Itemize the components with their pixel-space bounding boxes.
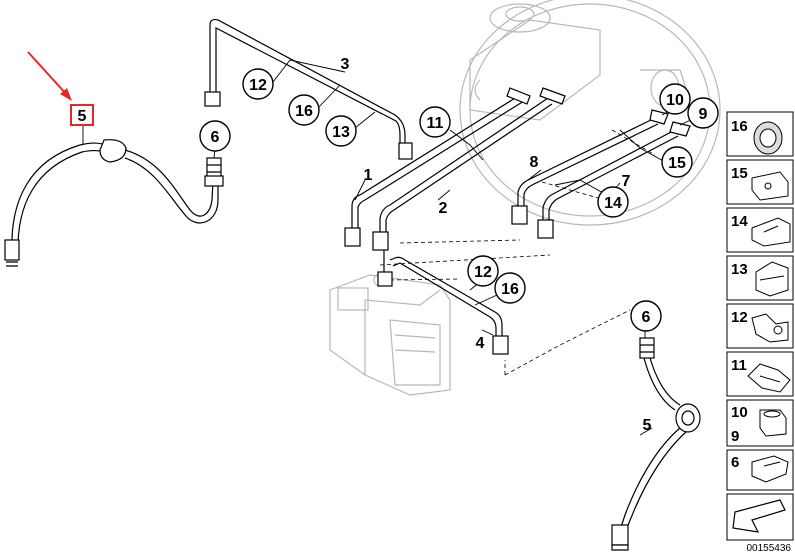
part-16-grommet-icon	[753, 121, 783, 155]
brake-pipe-3	[204, 18, 413, 160]
svg-text:12: 12	[249, 77, 267, 94]
brake-pipe-4	[389, 256, 509, 355]
label-part-4[interactable]: 4	[476, 335, 485, 352]
highlighted-part-number: 5	[78, 108, 87, 125]
brake-pipe-2	[372, 87, 566, 287]
direction-arrow-icon	[732, 499, 786, 533]
svg-text:16: 16	[501, 281, 519, 298]
part-14-clip-icon	[751, 217, 791, 247]
svg-text:16: 16	[295, 103, 313, 120]
callout-15[interactable]: 15	[661, 146, 693, 178]
svg-text:13: 13	[332, 124, 350, 141]
callout-9[interactable]: 9	[687, 97, 719, 129]
part-6-bracket-icon	[751, 455, 789, 483]
brake-pipe-7	[537, 121, 691, 239]
label-part-3[interactable]: 3	[341, 56, 350, 73]
part-13-holder-icon	[755, 261, 789, 297]
diagram-reference-code: 00155436	[746, 543, 792, 554]
part-10-nut-icon	[759, 409, 787, 437]
side-panel-number: 14	[731, 213, 748, 230]
callout-16-bottom[interactable]: 16	[494, 272, 526, 304]
side-panel-number: 6	[731, 454, 739, 471]
side-panel-number: 11	[731, 357, 747, 374]
brake-pipe-8	[511, 109, 669, 225]
brake-pipe-1	[344, 87, 531, 247]
callout-6-left[interactable]: 6	[199, 120, 231, 152]
guide-lines	[379, 129, 656, 376]
callout-10[interactable]: 10	[659, 83, 691, 115]
leader-lines	[82, 59, 696, 436]
callout-12-top[interactable]: 12	[242, 68, 274, 100]
callout-11[interactable]: 11	[419, 106, 451, 138]
side-panel-number: 10	[731, 404, 748, 421]
callout-13-top[interactable]: 13	[325, 115, 357, 147]
brake-hose-right	[611, 337, 701, 551]
label-part-2[interactable]: 2	[439, 200, 448, 217]
connector-6a	[204, 157, 224, 187]
brake-hose-left	[4, 139, 219, 267]
brake-booster-illustration	[459, 0, 721, 226]
label-part-5-right[interactable]: 5	[643, 417, 652, 434]
svg-text:15: 15	[668, 155, 686, 172]
callout-16-top[interactable]: 16	[288, 94, 320, 126]
highlight-arrow	[27, 51, 72, 101]
callout-14[interactable]: 14	[597, 186, 629, 218]
side-panel-number: 13	[731, 261, 748, 278]
svg-text:14: 14	[604, 195, 622, 212]
side-panel-number: 16	[731, 118, 748, 135]
abs-unit-illustration	[329, 273, 451, 396]
callout-6-right[interactable]: 6	[630, 300, 662, 332]
svg-text:12: 12	[474, 264, 492, 281]
svg-text:11: 11	[427, 115, 444, 132]
part-15-clip-icon	[751, 171, 789, 201]
part-12-clip-icon	[751, 313, 789, 343]
label-part-8[interactable]: 8	[530, 154, 539, 171]
svg-text:10: 10	[666, 92, 684, 109]
svg-text:6: 6	[211, 129, 220, 146]
svg-text:9: 9	[699, 106, 708, 123]
highlight-box	[70, 104, 94, 126]
side-panel-number: 15	[731, 165, 748, 182]
side-panel-number: 12	[731, 309, 748, 326]
part-11-bracket-icon	[747, 363, 791, 393]
label-part-1[interactable]: 1	[364, 167, 373, 184]
callout-12-bottom[interactable]: 12	[467, 255, 499, 287]
svg-text:6: 6	[642, 309, 651, 326]
label-part-7[interactable]: 7	[622, 173, 631, 190]
side-panel-number: 9	[731, 428, 739, 445]
